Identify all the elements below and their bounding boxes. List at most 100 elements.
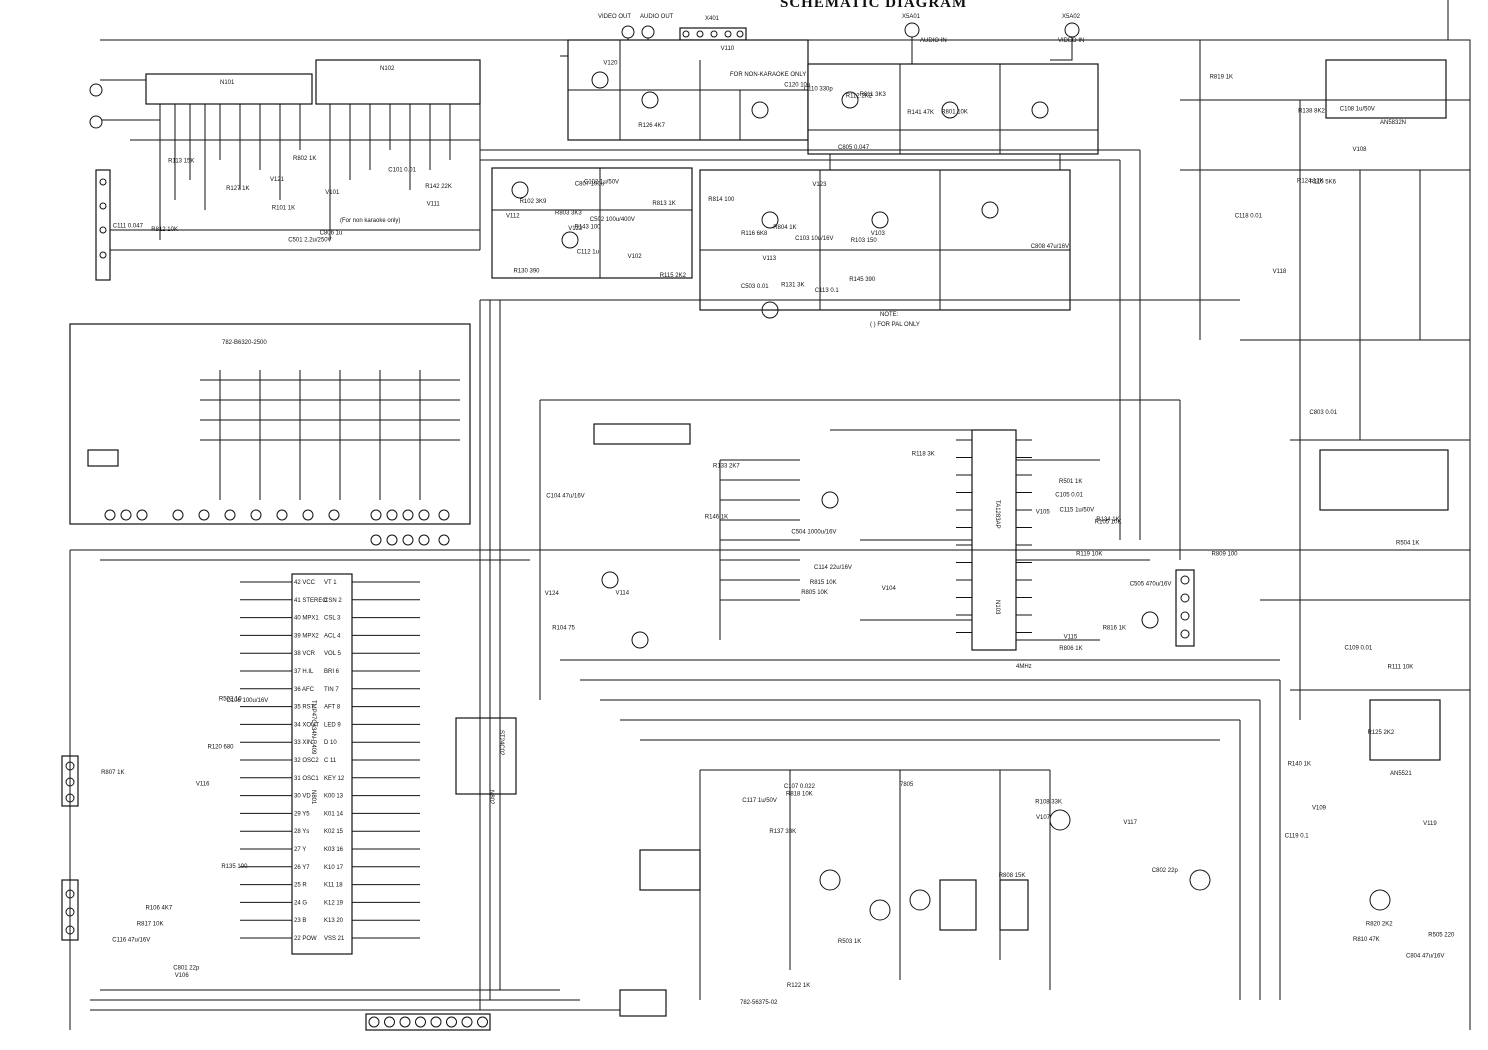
transistor-label: V108: [1353, 147, 1368, 153]
capacitor-label: C806 1u: [320, 230, 343, 236]
mcu-pin-right: LED 9: [324, 722, 341, 728]
transistor-label: V112: [506, 214, 520, 220]
mcu-pin-right: K13 20: [324, 918, 344, 924]
diagram-title: SCHEMATIC DIAGRAM: [780, 0, 967, 11]
resistor-label: R113 15K: [168, 159, 194, 165]
video-out-label: VIDEO OUT: [598, 14, 631, 20]
resistor-label: R125 2K2: [1368, 730, 1395, 736]
mcu-pin-right: K01 14: [324, 811, 344, 817]
mcu-pin-left: 39 MPX2: [294, 633, 319, 639]
resistor-label: R807 1K: [101, 770, 124, 776]
capacitor-label: C803 0.01: [1309, 410, 1337, 416]
resistor-label: R810 47K: [1353, 937, 1380, 943]
transistor-label: V102: [628, 254, 643, 260]
mcu-pin-left: 31 OSC1: [294, 776, 319, 782]
resistor-label: R808 15K: [999, 873, 1026, 879]
capacitor-label: C105 0.01: [1055, 493, 1083, 499]
svg-text:N801: N801: [310, 790, 316, 805]
resistor-label: R138 8K2: [1298, 108, 1325, 114]
capacitor-label: C804 47u/16V: [1406, 953, 1444, 959]
capacitor-label: C504 1000u/16V: [791, 530, 836, 536]
resistor-label: R804 1K: [773, 225, 796, 231]
resistor-label: R146 1K: [705, 515, 728, 521]
power-supply: 782-56375-02: [619, 769, 1391, 1017]
audio-ic-block: N101 N102 (For non karaoke only): [100, 59, 481, 251]
mcu-pin-right: ACL 4: [324, 633, 341, 639]
capacitor-label: C802 22p: [1152, 868, 1179, 874]
crystal-label: 4MHz: [1016, 664, 1032, 670]
video-in-label: VIDEO IN: [1058, 38, 1084, 44]
capacitor-label: C117 1u/50V: [742, 798, 777, 804]
svg-text:AN5521: AN5521: [1390, 771, 1412, 777]
resistor-label: R106 4K7: [146, 906, 173, 912]
capacitor-label: C116 47u/16V: [112, 938, 150, 944]
left-jacks: [89, 83, 111, 281]
resistor-label: R103 150: [851, 238, 878, 244]
svg-text:N101: N101: [220, 80, 235, 86]
resistor-label: R805 10K: [801, 590, 828, 596]
svg-text:ST24C02: ST24C02: [498, 730, 504, 756]
mcu-pin-left: 35 RST: [294, 705, 315, 711]
karaoke-note: FOR NON-KARAOKE ONLY: [730, 72, 806, 78]
pal-note-heading: NOTE:: [880, 312, 899, 318]
resistor-label: R814 100: [708, 197, 735, 203]
svg-text:N102: N102: [380, 66, 395, 72]
svg-text:TMP47C434N-R409: TMP47C434N-R409: [310, 700, 316, 755]
capacitor-label: C807 100u: [575, 182, 604, 188]
svg-text:AN5832N: AN5832N: [1380, 120, 1406, 126]
resistor-label: R112 2K2: [846, 94, 873, 100]
resistor-label: R812 10K: [151, 227, 178, 233]
resistor-label: R806 1K: [1059, 646, 1082, 652]
deflection-section: AN5832N AN5521: [1180, 40, 1470, 777]
mcu-pin-right: VOL 5: [324, 651, 341, 657]
resistor-label: R120 680: [208, 744, 235, 750]
transistor-label: V110: [721, 46, 735, 52]
resistor-label: R119 10K: [1076, 552, 1102, 558]
capacitor-label: C113 0.1: [815, 288, 840, 294]
capacitor-label: C104 47u/16V: [546, 494, 584, 500]
capacitor-label: C108 1u/50V: [1340, 107, 1375, 113]
transistor-label: V119: [1423, 821, 1437, 827]
mcu-pin-left: 42 VCC: [294, 580, 316, 586]
svg-text:N802: N802: [488, 790, 494, 805]
mcu-pin-right: D 10: [324, 740, 337, 746]
transistor-label: V120: [603, 61, 618, 67]
mcu-pin-left: 34 XOUT: [294, 722, 319, 728]
audio-in-jack: [904, 22, 920, 38]
resistor-label: R820 2K2: [1366, 921, 1393, 927]
mcu-pin-left: 22 POW: [294, 936, 317, 942]
resistor-label: R102 3K9: [520, 199, 547, 205]
capacitor-label: C106 100u/16V: [227, 698, 269, 704]
mcu-pin-left: 40 MPX1: [294, 616, 319, 622]
mcu-pin-left: 24 G: [294, 900, 307, 906]
sheet-border: [100, 0, 1471, 1030]
mcu-pin-right: CSL 3: [324, 616, 341, 622]
resistor-label: R105 10K: [1095, 519, 1122, 525]
transistor-label: V106: [175, 973, 190, 979]
ic-n301: [1325, 59, 1447, 119]
pal-note: ( ) FOR PAL ONLY: [870, 322, 920, 328]
video-amp-chain: NOTE: ( ) FOR PAL ONLY: [480, 149, 1140, 328]
power-part-code: 782-56375-02: [740, 1000, 778, 1006]
resistor-label: R140 1K: [1288, 762, 1311, 768]
mcu-pin-left: 27 Y: [294, 847, 306, 853]
mcu-pin-right: TIN 7: [324, 687, 339, 693]
resistor-label: R116 6K8: [741, 231, 768, 237]
bottom-connector-strip: [365, 1013, 491, 1031]
audio-out-jack: [641, 25, 655, 39]
resistor-label: R122 1K: [787, 983, 810, 989]
capacitor-label: C101 0.01: [388, 167, 416, 173]
resistor-label: R101 1K: [272, 206, 295, 212]
karaoke-amplifier: FOR NON-KARAOKE ONLY: [567, 39, 809, 141]
video-in-jack: [1064, 22, 1080, 38]
resistor-label: R115 2K2: [660, 273, 687, 279]
resistor-label: R108 33K: [1035, 800, 1062, 806]
resistor-label: R124 12K: [1297, 178, 1324, 184]
x5a02-label: X5A02: [1062, 14, 1081, 20]
capacitor-label: C114 22u/16V: [814, 565, 852, 571]
audio-out-label: AUDIO OUT: [640, 14, 674, 20]
mcu-pin-left: 41 STEREO: [294, 598, 327, 604]
capacitor-label: C501 2.2u/250V: [288, 237, 331, 243]
capacitor-label: C502 100u/400V: [590, 217, 635, 223]
